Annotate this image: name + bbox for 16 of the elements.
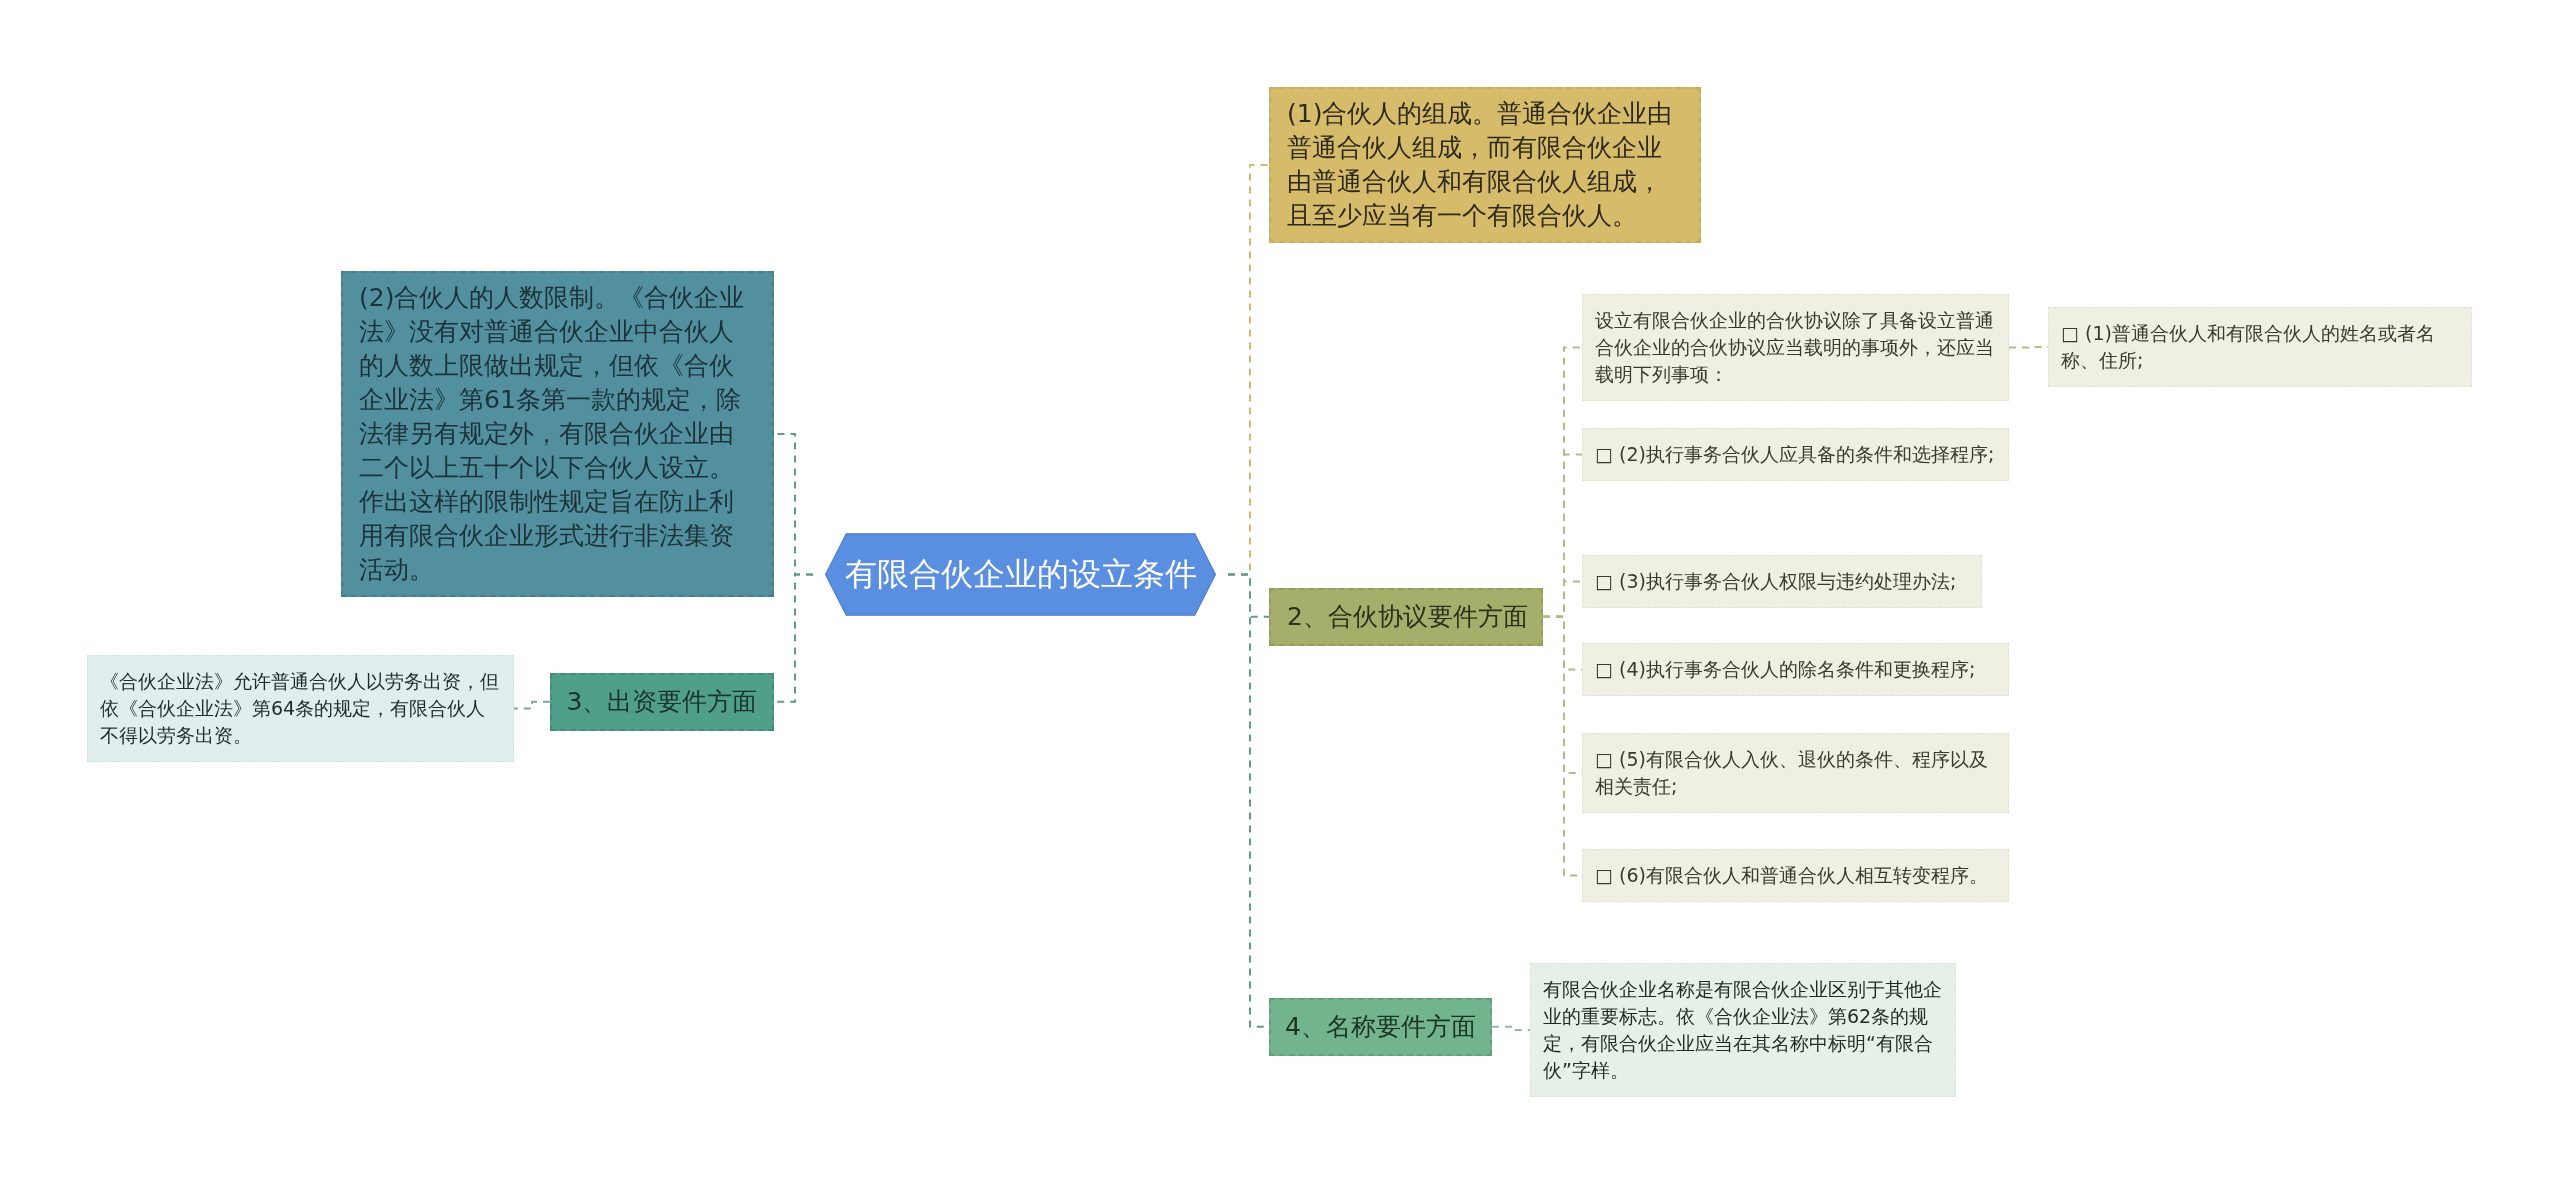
- topic-box: (2)合伙人的人数限制。《合伙企业法》没有对普通合伙企业中合伙人的人数上限做出规定，但依《合伙企业法》第61条第一款的规定，除法律另有规定外，有限合伙企业由二个以上五十个以下合伙人设立。作出这样的限制性规定旨在防止利用有限合伙企业形式进行非法集资活动。: [341, 271, 774, 597]
- subtopic-box: □ (3)执行事务合伙人权限与违约处理办法;: [1582, 555, 1982, 608]
- subtopic-box: 设立有限合伙企业的合伙协议除了具备设立普通合伙企业的合伙协议应当载明的事项外，还应当载明下列事项：: [1582, 294, 2009, 401]
- connector-line: [513, 700, 551, 710]
- subtopic-box: □ (5)有限合伙人入伙、退伙的条件、程序以及相关责任;: [1582, 733, 2009, 813]
- connector-line: [1491, 1025, 1531, 1031]
- subtopic-box: □ (1)普通合伙人和有限合伙人的姓名或者名称、住所;: [2048, 307, 2472, 387]
- topic-box: 2、合伙协议要件方面: [1269, 588, 1543, 646]
- topic-box: 4、名称要件方面: [1269, 998, 1492, 1056]
- subtopic-box: □ (2)执行事务合伙人应具备的条件和选择程序;: [1582, 428, 2009, 481]
- subtopic-box: 有限合伙企业名称是有限合伙企业区别于其他企业的重要标志。依《合伙企业法》第62条的规定，有限合伙企业应当在其名称中标明“有限合伙”字样。: [1530, 963, 1956, 1097]
- subtopic-box: □ (4)执行事务合伙人的除名条件和更换程序;: [1582, 643, 2009, 696]
- subtopic-box: 《合伙企业法》允许普通合伙人以劳务出资，但依《合伙企业法》第64条的规定，有限合伙人不得以劳务出资。: [87, 655, 514, 762]
- topic-box: 3、出资要件方面: [550, 673, 774, 731]
- topic-box: (1)合伙人的组成。普通合伙企业由普通合伙人组成，而有限合伙企业由普通合伙人和有限合伙人组成，且至少应当有一个有限合伙人。: [1269, 87, 1701, 243]
- subtopic-box: □ (6)有限合伙人和普通合伙人相互转变程序。: [1582, 849, 2009, 902]
